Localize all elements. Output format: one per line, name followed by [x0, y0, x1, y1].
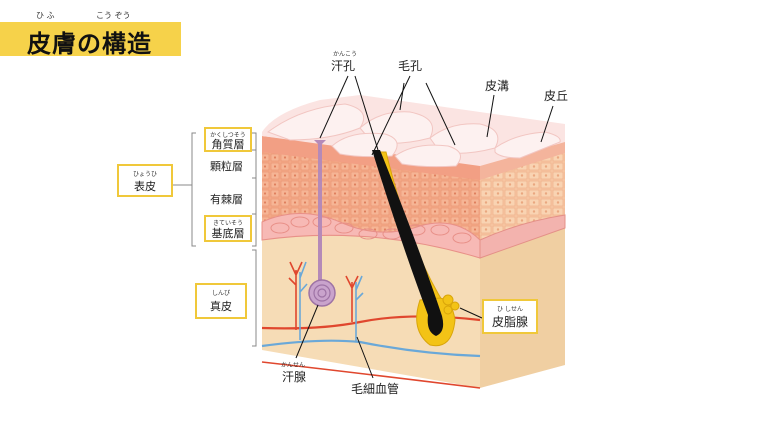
- page-title: 皮膚の構造: [27, 30, 152, 58]
- title-band: [0, 22, 181, 56]
- title-ruby-kouzou: こう ぞう: [96, 11, 131, 20]
- sweat-gland-ruby: かんせん: [281, 362, 306, 369]
- blue-vessel: [261, 339, 481, 358]
- basal-layer-ruby: きていそう: [212, 220, 243, 227]
- corneum-front: [262, 136, 480, 180]
- label-skin-hill: 皮丘: [544, 89, 569, 103]
- label-dermis: 真皮: [210, 300, 232, 313]
- label-basal-layer: 基底層: [211, 227, 245, 240]
- box-epidermis: ひょうひ 表皮: [117, 164, 173, 197]
- label-spinous-layer: 有棘層: [210, 193, 243, 206]
- label-capillary: 毛細血管: [351, 382, 400, 396]
- sweat-coil: [308, 279, 336, 307]
- sweat-pore-ruby: かんこう: [333, 51, 358, 58]
- hair-shaft: [372, 150, 444, 336]
- dermis-ruby: しんぴ: [211, 290, 230, 297]
- stratum-corneum-ruby: かくしつそう: [210, 132, 246, 139]
- sebaceous-gland-ruby: ひ しせん: [497, 306, 523, 313]
- label-stratum-corneum: 角質層: [211, 138, 245, 151]
- basal-band: [261, 213, 481, 259]
- layer-brackets: [173, 132, 257, 347]
- label-skin-groove: 皮溝: [485, 79, 510, 93]
- label-hair-pore: 毛孔: [398, 59, 423, 73]
- box-dermis: しんぴ 真皮: [195, 283, 247, 319]
- label-sweat-gland: 汗腺: [282, 370, 307, 384]
- label-sweat-pore: 汗孔: [331, 59, 356, 73]
- title-ruby-hifu: ひ ふ: [36, 11, 55, 20]
- box-stratum-corneum: かくしつそう 角質層: [204, 127, 252, 152]
- label-sebaceous-gland: 皮脂腺: [491, 315, 528, 329]
- box-sebaceous-gland: ひ しせん 皮脂腺: [482, 299, 538, 334]
- label-epidermis: 表皮: [134, 180, 156, 193]
- epidermis-ruby: ひょうひ: [132, 171, 157, 178]
- sebaceous-gland-shape: [442, 294, 460, 315]
- label-granular-layer: 顆粒層: [210, 160, 243, 173]
- box-basal-layer: きていそう 基底層: [204, 215, 252, 242]
